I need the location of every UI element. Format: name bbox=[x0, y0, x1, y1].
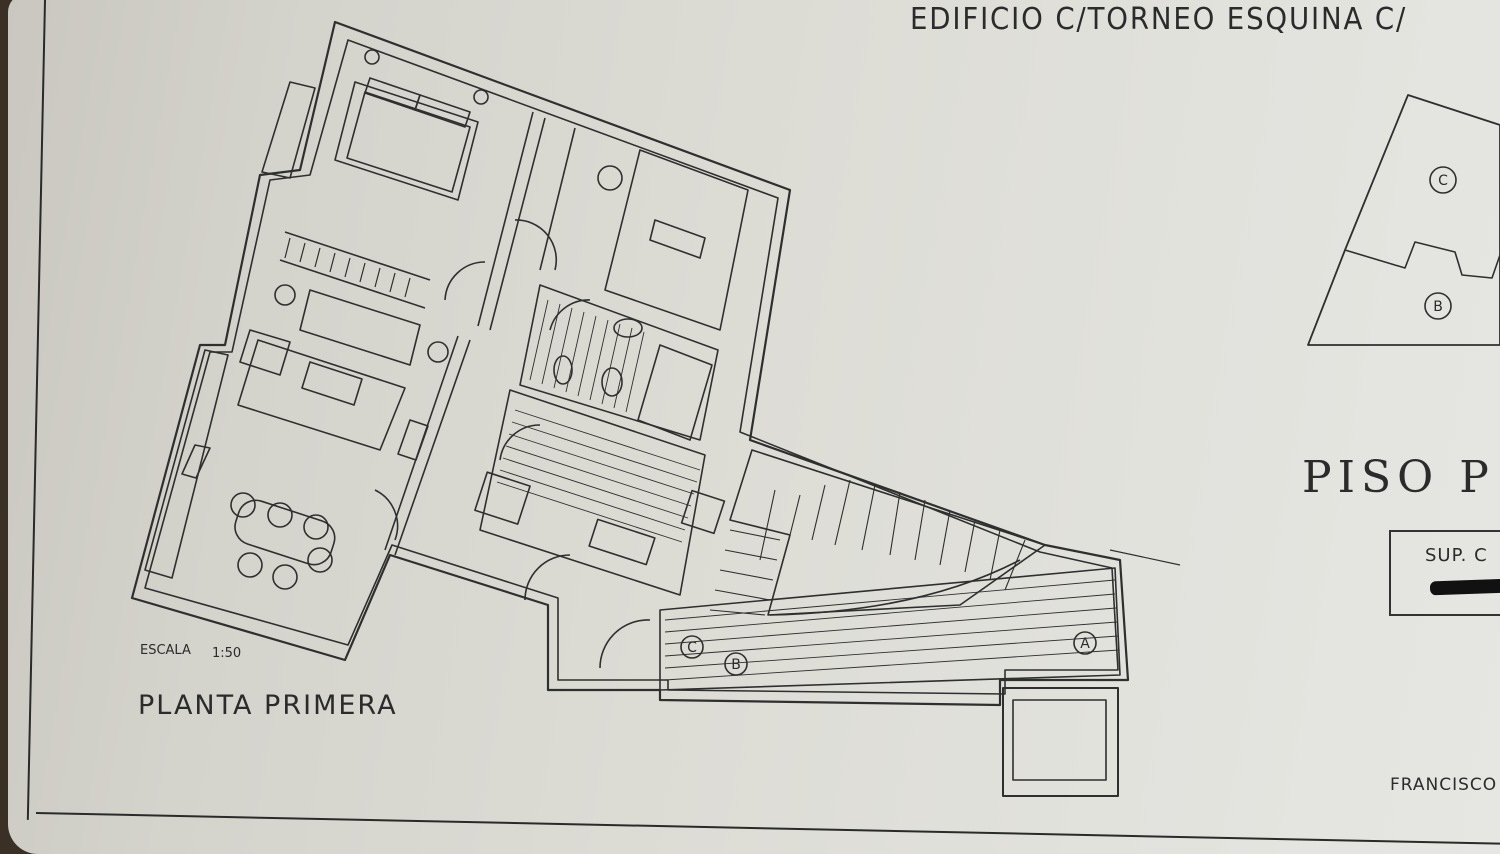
plant-1 bbox=[274, 284, 296, 306]
wardrobe-hatch bbox=[284, 237, 411, 298]
drawing-sheet bbox=[8, 0, 1500, 854]
balcony-left bbox=[144, 349, 229, 579]
bed-inner bbox=[346, 91, 471, 193]
key-marker-c-label: C bbox=[1438, 173, 1448, 189]
toilet-1 bbox=[553, 355, 573, 385]
author-name: FRANCISCO bbox=[1390, 775, 1498, 795]
pillow-right bbox=[414, 94, 471, 128]
wall-bedroom-bottom bbox=[284, 231, 431, 281]
surface-label: SUP. C bbox=[1425, 545, 1488, 566]
marker-a-label: A bbox=[1080, 636, 1090, 652]
elevator-cab bbox=[1012, 699, 1107, 781]
marker-circle-b bbox=[724, 652, 748, 676]
marker-circle-a bbox=[1073, 631, 1097, 655]
chair-5 bbox=[272, 564, 298, 590]
chair-3 bbox=[303, 514, 329, 540]
living-rug bbox=[237, 339, 406, 451]
wall-corridor-left-inner bbox=[477, 111, 534, 327]
fridge bbox=[474, 471, 531, 525]
cooktop bbox=[680, 489, 726, 535]
sidebar-title: PISO P bbox=[1302, 452, 1495, 503]
chair-2 bbox=[267, 502, 293, 528]
redacted-value bbox=[1429, 578, 1500, 596]
door-arc-5 bbox=[374, 489, 399, 541]
landing bbox=[659, 567, 1121, 691]
marker-b-label: B bbox=[731, 657, 741, 673]
marker-circle-c bbox=[680, 635, 704, 659]
lamp-right bbox=[473, 89, 489, 105]
landing-hatch bbox=[664, 579, 1120, 681]
tv-unit bbox=[397, 419, 429, 461]
chair-4 bbox=[237, 552, 263, 578]
dining-table bbox=[234, 499, 336, 566]
bathroom-floor-hatch bbox=[529, 299, 645, 413]
wall-bedroom2-left bbox=[539, 127, 576, 271]
coffee-table bbox=[301, 361, 363, 406]
stair-treads bbox=[709, 479, 1026, 616]
apartment-outline bbox=[130, 20, 1130, 707]
elevator-shaft bbox=[1002, 687, 1119, 797]
wall-bedroom-bottom-2 bbox=[279, 259, 426, 309]
kitchen bbox=[479, 389, 706, 596]
door-arc-3 bbox=[549, 299, 591, 331]
door-arc-2 bbox=[444, 261, 486, 301]
key-marker-circle-c bbox=[1429, 166, 1457, 194]
sink bbox=[613, 318, 643, 338]
door-arc-1 bbox=[514, 219, 558, 271]
key-plan-outline bbox=[1307, 94, 1500, 346]
wall-corridor-left bbox=[489, 117, 546, 331]
kitchen-sink bbox=[588, 518, 656, 566]
bathroom bbox=[519, 284, 719, 441]
bathtub bbox=[637, 344, 713, 441]
stair-curve bbox=[769, 559, 1021, 616]
door-arc-7 bbox=[599, 619, 651, 669]
chair-6 bbox=[307, 547, 333, 573]
wall-living-right bbox=[394, 339, 471, 556]
toilet-2 bbox=[601, 367, 623, 397]
desk bbox=[649, 219, 706, 259]
plan-title: PLANTA PRIMERA bbox=[138, 690, 398, 721]
surface-box bbox=[1389, 530, 1500, 616]
scale-value: 1:50 bbox=[212, 646, 242, 661]
door-arc-bedroom2 bbox=[597, 165, 623, 191]
plant-2 bbox=[427, 341, 449, 363]
balcony-top-left bbox=[261, 81, 316, 179]
key-plan-divider bbox=[1344, 241, 1500, 279]
kitchen-floor-hatch bbox=[496, 409, 701, 543]
single-bed bbox=[604, 149, 749, 331]
sofa bbox=[299, 289, 421, 366]
stair-well bbox=[729, 449, 1046, 616]
scale-label: ESCALA bbox=[140, 643, 191, 658]
chair-1 bbox=[230, 492, 256, 518]
building-title: EDIFICIO C/TORNEO ESQUINA C/ bbox=[910, 2, 1408, 37]
annotation-line bbox=[1109, 549, 1181, 566]
lamp-left bbox=[364, 49, 380, 65]
double-bed bbox=[334, 81, 479, 201]
door-arc-4 bbox=[499, 424, 541, 461]
key-marker-b-label: B bbox=[1433, 299, 1443, 315]
key-marker-circle-b bbox=[1424, 292, 1452, 320]
door-arc-6 bbox=[524, 554, 571, 601]
marker-c-label: C bbox=[687, 640, 697, 656]
armchair bbox=[239, 329, 291, 376]
balcony-left-inner bbox=[181, 444, 211, 479]
apartment-inner-outline bbox=[144, 39, 1119, 695]
